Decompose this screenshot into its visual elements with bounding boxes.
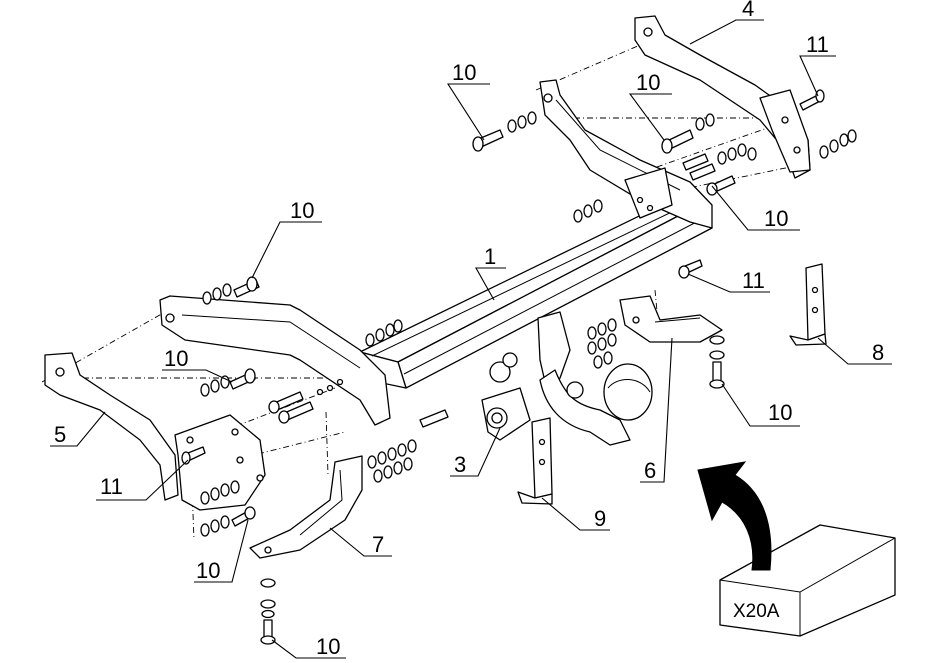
callout-10-lower-right: 10 [721, 383, 800, 427]
left-lower-bracket [249, 455, 363, 559]
svg-text:10: 10 [164, 346, 188, 371]
svg-text:1: 1 [484, 244, 496, 269]
svg-text:10: 10 [290, 198, 314, 223]
right-chassis-plate [634, 15, 811, 179]
svg-text:6: 6 [644, 458, 656, 483]
electrical-socket [481, 352, 531, 441]
svg-text:9: 9 [594, 506, 606, 531]
callout-5: 5 [50, 411, 106, 447]
callout-4: 4 [689, 0, 764, 45]
svg-text:4: 4 [742, 0, 754, 21]
svg-text:10: 10 [452, 60, 476, 85]
bolt-vertical-lower-left [260, 578, 276, 645]
callout-1: 1 [475, 244, 506, 301]
left-beam-bracket [159, 295, 391, 426]
callout-8: 8 [817, 337, 892, 365]
callout-7: 7 [329, 527, 392, 557]
callout-10-right: 10 [711, 185, 800, 231]
svg-text:10: 10 [636, 70, 660, 95]
bolt-vertical-right [709, 335, 725, 389]
svg-text:10: 10 [764, 206, 788, 231]
callout-11-right: 11 [687, 268, 770, 293]
callout-11-left: 11 [96, 459, 189, 501]
svg-text:7: 7 [372, 532, 384, 557]
angle-bracket-8 [789, 263, 827, 346]
svg-text:8: 8 [872, 340, 884, 365]
svg-text:10: 10 [196, 558, 220, 583]
callout-10-lower-left: 10 [194, 519, 249, 583]
svg-text:3: 3 [454, 452, 466, 477]
right-beam-bracket [539, 79, 713, 229]
bolt-set-lower-left [181, 439, 417, 537]
left-chassis-plate [44, 352, 266, 511]
callout-10-mid-left: 10 [162, 346, 233, 383]
svg-text:11: 11 [742, 268, 765, 293]
bolt-set-center-left [200, 276, 314, 424]
callout-3: 3 [450, 427, 501, 477]
callout-10-bottom: 10 [271, 634, 346, 659]
svg-text:11: 11 [806, 32, 829, 57]
bolt-set-top-right [799, 89, 857, 159]
svg-text:10: 10 [768, 400, 792, 425]
svg-text:11: 11 [100, 474, 123, 499]
main-cross-beam [359, 201, 713, 389]
bolt-set-top-left [472, 111, 537, 152]
bolt-set-top-center [661, 113, 757, 196]
callout-10-top-center: 10 [628, 70, 672, 141]
kit-box: X20A [719, 524, 896, 637]
svg-text:10: 10 [316, 634, 340, 659]
callout-9: 9 [541, 497, 610, 531]
callout-10-upper-left: 10 [251, 198, 322, 279]
kit-box-label: X20A [733, 601, 780, 622]
right-lower-bracket [619, 295, 723, 343]
tow-ball-neck [537, 311, 653, 446]
callout-6: 6 [640, 337, 673, 483]
socket-bracket-9 [517, 417, 553, 505]
svg-text:5: 5 [54, 422, 66, 447]
arrow-icon [697, 461, 772, 571]
callout-11-top-right: 11 [799, 32, 836, 97]
assembly-guide-lines [41, 44, 801, 541]
bolt-set-beam-nuts [365, 199, 703, 428]
callout-10-top-left: 10 [446, 60, 490, 141]
